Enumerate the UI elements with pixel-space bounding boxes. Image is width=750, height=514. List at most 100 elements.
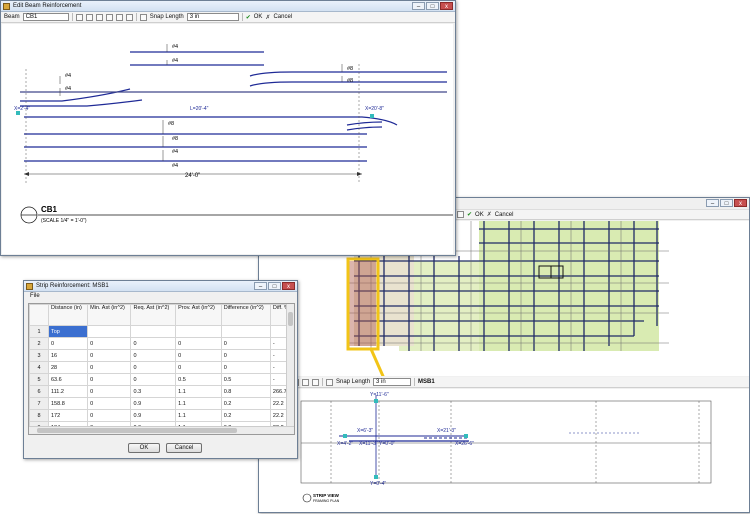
app-icon [26,283,33,290]
beam-label: Beam [4,14,20,20]
snap-length-label: Snap Length [336,379,371,385]
zoom-out-icon[interactable] [105,13,113,21]
strip-dialog-titlebar: Strip Reinforcement: MSB1 [24,281,297,292]
pan-icon[interactable] [115,13,123,21]
snap-length-select[interactable]: 3 in [186,13,239,21]
bar-label-5: #8 [347,66,353,72]
table-header-row: Distance (in) Min. Ast (in^2) Req. Ast (… [29,304,294,326]
strip-toolbar: Snap Length 3 in MSB1 [259,377,749,388]
strip-label-x-e: X=26'-6" [455,441,474,447]
minimize-button[interactable]: – [254,282,267,290]
snap-grip[interactable] [370,114,374,118]
cancel-x-icon: ✗ [486,212,492,218]
snap-grip[interactable] [374,475,378,479]
minimize-button[interactable]: – [706,199,719,207]
strip-label-y-mid: Y=0'-0" [379,441,395,447]
bar-label-1: #4 [172,44,178,50]
grid-icon[interactable] [326,378,333,386]
callout-arrow [369,348,396,402]
fit-icon[interactable] [125,13,133,21]
col-min-ast[interactable]: Min. Ast (in^2) [87,304,132,326]
strip-label-x-a: X=6'-3" [357,428,373,434]
snap-grip[interactable] [16,111,20,115]
dim-x-start: X=2'-4" [14,106,30,112]
maximize-button[interactable]: □ [720,199,733,207]
corner-cell [29,304,49,326]
strip-canvas[interactable]: Y=11'-6" X=6'-3" X=4'-2" X=11'-3" Y=0'-0… [259,389,749,512]
strip-label-x-c: X=11'-3" [359,441,378,447]
strip-label-y-bot: Y=0'-4" [370,481,386,487]
fit-icon[interactable] [312,378,319,386]
strip-column-lines [330,401,700,483]
bar-leaders [59,44,343,161]
beam-ok-button[interactable]: OK [253,14,263,20]
strip-label-x-d: X=21'-3" [437,428,456,434]
plan-beams [354,221,659,351]
snap-grip[interactable] [464,434,468,438]
maximize-button[interactable]: □ [268,282,281,290]
scrollbar-thumb[interactable] [288,312,293,326]
col-prov-ast[interactable]: Prov. Ast (in^2) [175,304,222,326]
h-scrollbar-thumb[interactable] [37,428,237,433]
maximize-button[interactable]: □ [426,2,439,10]
pan-icon[interactable] [302,378,309,386]
opening-2 [550,265,564,279]
tool-icon[interactable] [457,211,464,218]
col-req-ast[interactable]: Req. Ast (in^2) [130,304,177,326]
col-difference[interactable]: Difference (in^2) [220,304,271,326]
strip-label-x-b: X=4'-2" [337,441,353,447]
strip-view-symbol [302,493,312,503]
plan-cancel-button[interactable]: Cancel [494,211,514,218]
strip-name: MSB1 [418,379,435,385]
plan-window-buttons: – □ x [706,199,747,207]
plan-canvas[interactable] [259,221,749,407]
strip-cancel-button[interactable]: Cancel [166,443,202,453]
beam-window-titlebar: Edit Beam Reinforcement [1,1,455,12]
plan-toolbar: ✔ OK ✗ Cancel [259,209,749,220]
plan-ok-button[interactable]: OK [475,211,484,218]
separator [414,378,416,386]
zoom-in-icon[interactable] [95,13,103,21]
slab-plan-window: – □ x ✔ OK ✗ Cancel [258,197,750,513]
bar-label-7: #8 [168,121,174,127]
beam-select[interactable]: CB1 [22,13,69,21]
overall-dimension-text: 24'-0" [185,173,200,179]
zoom-icon[interactable] [85,13,93,21]
strip-dialog-title: Strip Reinforcement: MSB1 [36,283,109,289]
snap-length-select[interactable]: 3 in [373,378,412,386]
separator [71,13,73,21]
vertical-scrollbar[interactable] [286,304,294,426]
beam-reinforcement-window: Edit Beam Reinforcement – □ x Beam CB1 S… [0,0,456,256]
menu-file[interactable]: File [30,293,40,299]
selected-strip[interactable] [349,261,376,346]
framing-plan-drawing [346,221,669,407]
close-button[interactable]: x [440,2,453,10]
strip-ok-button[interactable]: OK [128,443,160,453]
separator [241,13,243,21]
bar-label-10: #4 [172,163,178,169]
grid-icon[interactable] [139,13,147,21]
horizontal-scrollbar[interactable] [29,426,294,434]
snap-grip[interactable] [374,399,378,403]
ok-check-icon: ✔ [245,14,251,21]
snap-grip[interactable] [343,434,347,438]
bar-label-8: #8 [172,136,178,142]
beam-cancel-button[interactable]: Cancel [273,14,293,20]
close-button[interactable]: x [734,199,747,207]
strip-outline [300,400,712,484]
strip-view-drawing: Y=11'-6" X=6'-3" X=4'-2" X=11'-3" Y=0'-0… [300,392,712,503]
col-distance[interactable]: Distance (in) [47,304,89,326]
minimize-button[interactable]: – [412,2,425,10]
pencil-icon[interactable] [75,13,83,21]
close-button[interactable]: x [282,282,295,290]
beam-canvas[interactable]: 24'-0" #4 #4 #4 #4 #8 #8 #8 #8 #4 #4 X=2… [2,24,453,254]
